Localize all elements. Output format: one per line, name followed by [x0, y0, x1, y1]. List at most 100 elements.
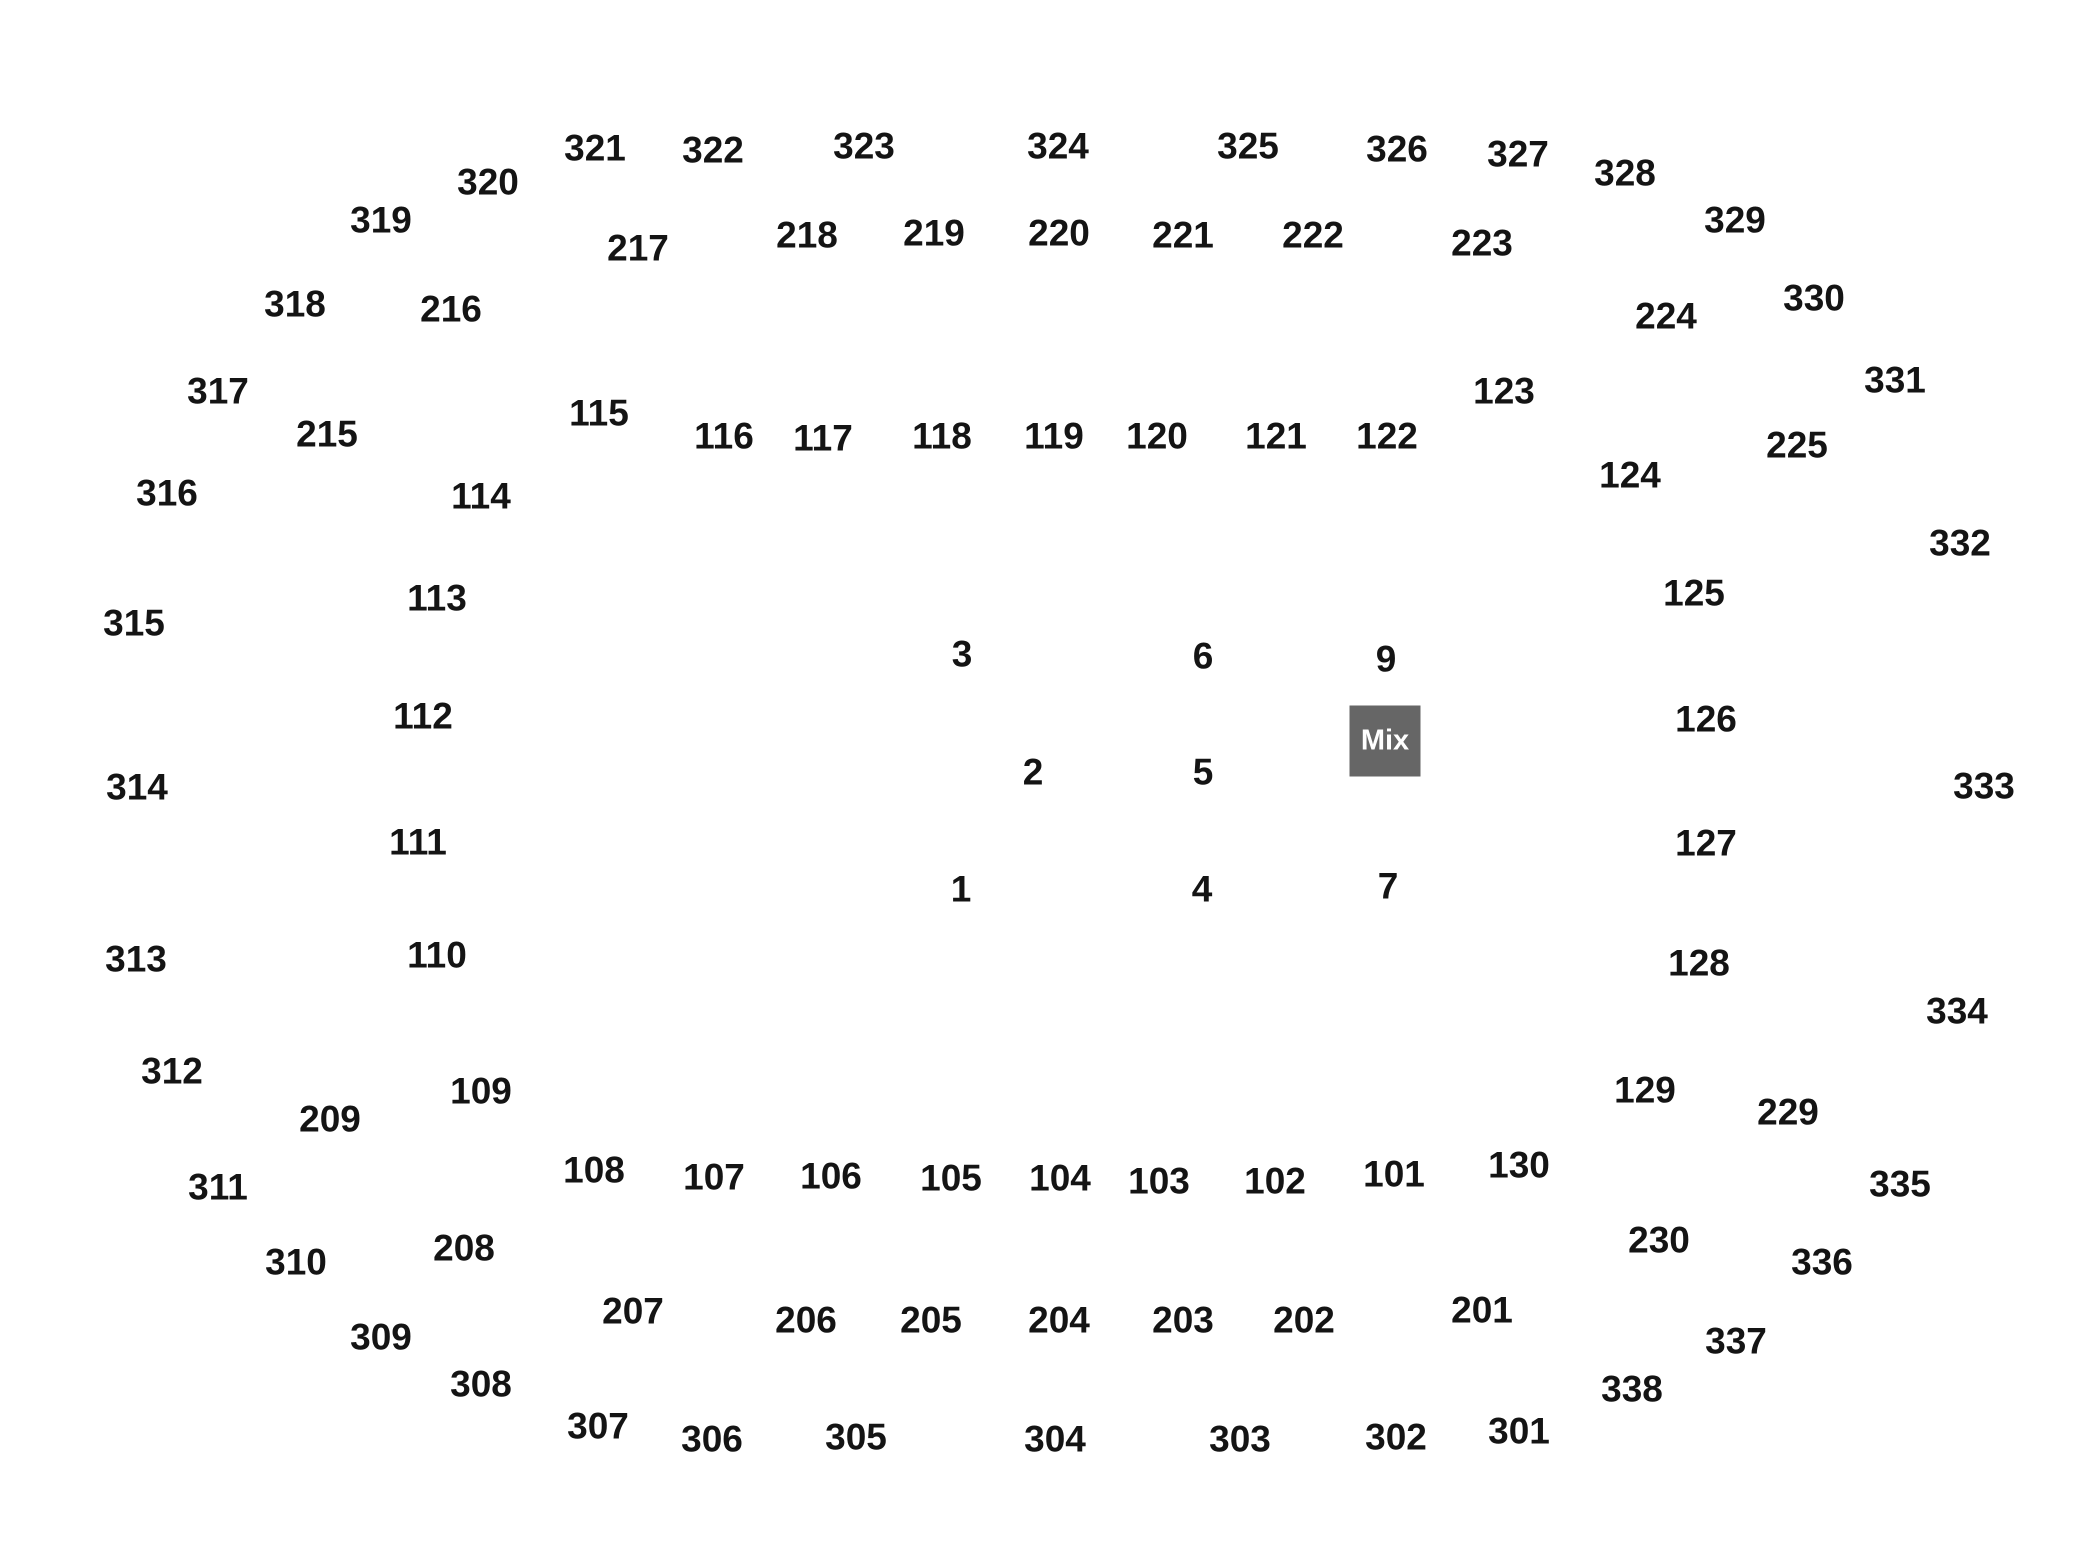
section-110[interactable]: 110: [407, 934, 467, 976]
section-107[interactable]: 107: [683, 1156, 745, 1198]
section-111[interactable]: 111: [389, 821, 447, 863]
section-230[interactable]: 230: [1628, 1219, 1690, 1261]
section-338[interactable]: 338: [1601, 1368, 1663, 1410]
section-229[interactable]: 229: [1757, 1091, 1819, 1133]
section-312[interactable]: 312: [141, 1050, 203, 1092]
section-331[interactable]: 331: [1864, 359, 1926, 401]
section-220[interactable]: 220: [1028, 212, 1090, 254]
section-120[interactable]: 120: [1126, 415, 1188, 457]
section-307[interactable]: 307: [567, 1405, 629, 1447]
section-222[interactable]: 222: [1282, 214, 1344, 256]
section-303[interactable]: 303: [1209, 1418, 1271, 1460]
section-101[interactable]: 101: [1363, 1153, 1425, 1195]
section-304[interactable]: 304: [1024, 1418, 1086, 1460]
section-125[interactable]: 125: [1663, 572, 1725, 614]
section-1[interactable]: 1: [950, 868, 972, 910]
section-121[interactable]: 121: [1245, 415, 1307, 457]
section-318[interactable]: 318: [264, 283, 326, 325]
section-118[interactable]: 118: [912, 415, 972, 457]
section-201[interactable]: 201: [1451, 1289, 1513, 1331]
section-329[interactable]: 329: [1704, 199, 1766, 241]
section-108[interactable]: 108: [563, 1149, 625, 1191]
section-337[interactable]: 337: [1705, 1320, 1767, 1362]
section-335[interactable]: 335: [1869, 1163, 1931, 1205]
section-223[interactable]: 223: [1451, 222, 1513, 264]
section-115[interactable]: 115: [569, 392, 629, 434]
section-109[interactable]: 109: [450, 1070, 512, 1112]
section-102[interactable]: 102: [1244, 1160, 1306, 1202]
section-209[interactable]: 209: [299, 1098, 361, 1140]
section-336[interactable]: 336: [1791, 1241, 1853, 1283]
section-5[interactable]: 5: [1192, 751, 1214, 793]
section-6[interactable]: 6: [1192, 635, 1214, 677]
mix-label: Mix: [1360, 724, 1410, 757]
mix-position: Mix: [1349, 705, 1421, 777]
section-305[interactable]: 305: [825, 1416, 887, 1458]
section-324[interactable]: 324: [1027, 125, 1089, 167]
section-308[interactable]: 308: [450, 1363, 512, 1405]
section-122[interactable]: 122: [1356, 415, 1418, 457]
section-123[interactable]: 123: [1473, 370, 1535, 412]
section-2[interactable]: 2: [1022, 751, 1044, 793]
section-321[interactable]: 321: [564, 127, 626, 169]
section-311[interactable]: 311: [188, 1166, 248, 1208]
section-126[interactable]: 126: [1675, 698, 1737, 740]
section-325[interactable]: 325: [1217, 125, 1279, 167]
section-215[interactable]: 215: [296, 413, 358, 455]
section-116[interactable]: 116: [694, 415, 754, 457]
section-206[interactable]: 206: [775, 1299, 837, 1341]
section-106[interactable]: 106: [800, 1155, 862, 1197]
section-217[interactable]: 217: [607, 227, 669, 269]
section-302[interactable]: 302: [1365, 1416, 1427, 1458]
section-124[interactable]: 124: [1599, 454, 1661, 496]
section-310[interactable]: 310: [265, 1241, 327, 1283]
section-323[interactable]: 323: [833, 125, 895, 167]
section-112[interactable]: 112: [393, 695, 453, 737]
section-316[interactable]: 316: [136, 472, 198, 514]
section-207[interactable]: 207: [602, 1290, 664, 1332]
section-202[interactable]: 202: [1273, 1299, 1335, 1341]
section-205[interactable]: 205: [900, 1299, 962, 1341]
section-216[interactable]: 216: [420, 288, 482, 330]
section-313[interactable]: 313: [105, 938, 167, 980]
section-3[interactable]: 3: [951, 633, 973, 675]
section-203[interactable]: 203: [1152, 1299, 1214, 1341]
section-119[interactable]: 119: [1024, 415, 1084, 457]
section-114[interactable]: 114: [451, 475, 511, 517]
section-327[interactable]: 327: [1487, 133, 1549, 175]
section-317[interactable]: 317: [187, 370, 249, 412]
section-9[interactable]: 9: [1375, 638, 1397, 680]
section-328[interactable]: 328: [1594, 152, 1656, 194]
section-208[interactable]: 208: [433, 1227, 495, 1269]
section-127[interactable]: 127: [1675, 822, 1737, 864]
section-219[interactable]: 219: [903, 212, 965, 254]
section-225[interactable]: 225: [1766, 424, 1828, 466]
section-221[interactable]: 221: [1152, 214, 1214, 256]
section-333[interactable]: 333: [1953, 765, 2015, 807]
section-4[interactable]: 4: [1191, 868, 1213, 910]
section-322[interactable]: 322: [682, 129, 744, 171]
section-332[interactable]: 332: [1929, 522, 1991, 564]
section-306[interactable]: 306: [681, 1418, 743, 1460]
section-301[interactable]: 301: [1488, 1410, 1550, 1452]
section-309[interactable]: 309: [350, 1316, 412, 1358]
section-105[interactable]: 105: [920, 1157, 982, 1199]
section-117[interactable]: 117: [793, 417, 853, 459]
section-224[interactable]: 224: [1635, 295, 1697, 337]
section-128[interactable]: 128: [1668, 942, 1730, 984]
section-320[interactable]: 320: [457, 161, 519, 203]
section-129[interactable]: 129: [1614, 1069, 1676, 1111]
section-113[interactable]: 113: [407, 577, 467, 619]
section-315[interactable]: 315: [103, 602, 165, 644]
section-330[interactable]: 330: [1783, 277, 1845, 319]
section-314[interactable]: 314: [106, 766, 168, 808]
section-103[interactable]: 103: [1128, 1160, 1190, 1202]
section-319[interactable]: 319: [350, 199, 412, 241]
section-204[interactable]: 204: [1028, 1299, 1090, 1341]
section-326[interactable]: 326: [1366, 128, 1428, 170]
section-104[interactable]: 104: [1029, 1157, 1091, 1199]
section-130[interactable]: 130: [1488, 1144, 1550, 1186]
section-7[interactable]: 7: [1377, 865, 1399, 907]
section-334[interactable]: 334: [1926, 990, 1988, 1032]
section-218[interactable]: 218: [776, 214, 838, 256]
